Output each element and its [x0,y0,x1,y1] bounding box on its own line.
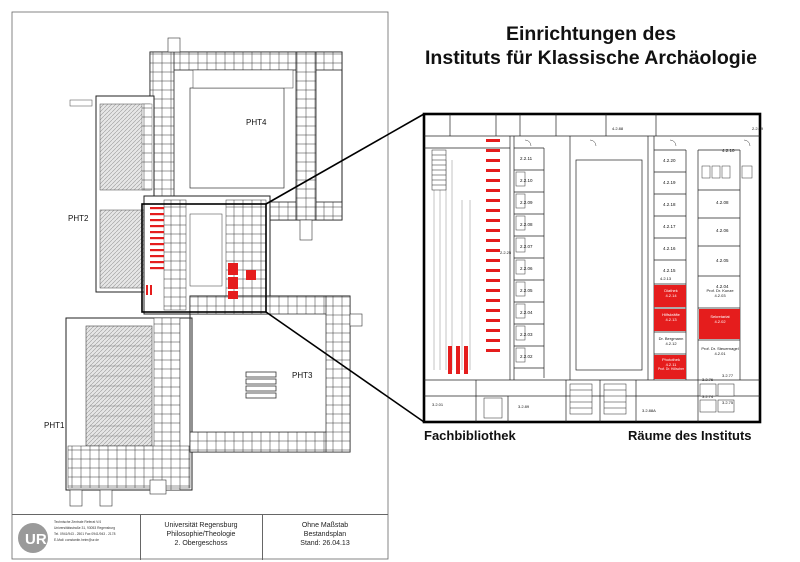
label-pht2: PHT2 [68,214,89,223]
zoom-line-top [265,113,425,205]
institute-right-room-number: 4.2.05 [716,258,729,263]
tb-university: Universität Regensburg [164,522,238,529]
institute-right-room-number: 4.2.08 [716,200,729,205]
logo-lettering: UR [25,531,47,548]
room-name: Prof. Dr. Kunze [706,288,734,293]
room-3-2-76: 3.2.76 [702,377,714,382]
room-number: 4.2.14 [665,293,677,298]
room-number: 4.2.02 [714,319,726,324]
room-number: 4.2.11 [665,362,677,367]
library-room-number: 2.2.06 [520,266,533,271]
library-room-number: 2.2.05 [520,288,533,293]
institute-right-room-number: 4.2.10 [722,148,735,153]
label-pht3: PHT3 [292,371,313,380]
library-bottom-left-room: 3.2.01 [432,402,444,407]
tb-date: Stand: 26.04.13 [300,540,350,547]
library-room-number: 2.2.10 [520,178,533,183]
label-pht4: PHT4 [246,118,267,127]
library-room-number: 2.2.09 [520,200,533,205]
zoom-line-bottom [265,311,425,423]
room-number: 4.2.03 [714,293,726,298]
institute-room-number: 4.2.18 [663,202,676,207]
building-pht4 [149,37,343,241]
institute-room-number: 4.2.17 [663,224,676,229]
institute-right-room-number: 4.2.04 [716,284,729,289]
room-name: Diathek [664,288,678,293]
caption-institute: Räume des Instituts [628,428,752,443]
title-block: UR Technische Zentrale Referat V/4 Unive… [12,514,388,560]
org-line-2: Universitätsstraße 31, 93053 Regensburg [54,526,116,530]
tb-building: Philosophie/Theologie [166,531,236,538]
university-logo: UR [16,519,56,557]
institute-room-number: 4.2.15 [663,268,676,273]
room-name: Dr. Bergmann [658,336,684,341]
room-note: Prof. Dr. Hölscher [657,367,685,371]
building-pht1 [65,317,193,507]
institute-top-room: 4.2.88 [612,126,624,131]
institute-room-number: 4.2.19 [663,180,676,185]
institute-stair-room: 3.2.88A [642,408,656,413]
institute-right-room-number: 4.2.06 [716,228,729,233]
room-3-2-74: 3.2.74 [702,394,714,399]
room-name: Prof. Dr. Steuernagel [701,346,739,351]
room-number: 4.2.01 [714,351,726,356]
room-name: Photothek [661,357,680,362]
library-room-number: 2.2.07 [520,244,533,249]
library-corner-room: 2.2.25 [500,250,512,255]
tb-plan-type: Bestandsplan [303,531,347,538]
detail-plan [422,112,762,424]
building-pht3 [189,295,363,453]
title-line-1: Einrichtungen des [505,23,677,45]
building-connector [143,195,271,315]
room-number: 4.2.12 [665,341,677,346]
room-3-2-77: 3.2.77 [722,373,734,378]
library-room-number: 2.2.08 [520,222,533,227]
org-line-1: Technische Zentrale Referat V/4 [54,520,102,524]
tb-floor: 2. Obergeschoss [174,540,228,547]
org-line-3: Tel. 0941/943 - 2501 Fax 0941/943 - 2178 [54,532,116,536]
library-room-number: 2.2.11 [520,156,533,161]
institute-mid-room: 4.2.13 [660,276,672,281]
room-number: 4.2.13 [665,317,677,322]
overview-highlights [146,207,256,299]
institute-room-number: 4.2.20 [663,158,676,163]
room-3-2-75: 3.2.75 [722,400,734,405]
sheet-frame [11,11,389,560]
title-line-2: Instituts für Klassische Archäologie [425,47,757,69]
library-room-number: 2.2.02 [520,354,533,359]
institute-corner-room: 2.2.09 [752,126,764,131]
library-highlights [448,139,500,374]
zoom-selection-box [141,203,267,313]
library-bottom-mid-room: 3.2.89 [518,404,530,409]
library-room-number: 2.2.03 [520,332,533,337]
room-name: Sekretariat [710,314,730,319]
library-room-number: 2.2.04 [520,310,533,315]
institute-room-number: 4.2.16 [663,246,676,251]
institute-highlights [654,285,740,379]
caption-library: Fachbibliothek [424,428,516,443]
org-line-4: E-Mail: constantin.heim@ur.de [54,538,99,542]
page-title: Einrichtungen des Instituts für Klassisc… [398,22,784,70]
room-name: Hilfskräfte [662,312,680,317]
label-pht1: PHT1 [44,421,65,430]
tb-scale: Ohne Maßstab [301,522,349,529]
